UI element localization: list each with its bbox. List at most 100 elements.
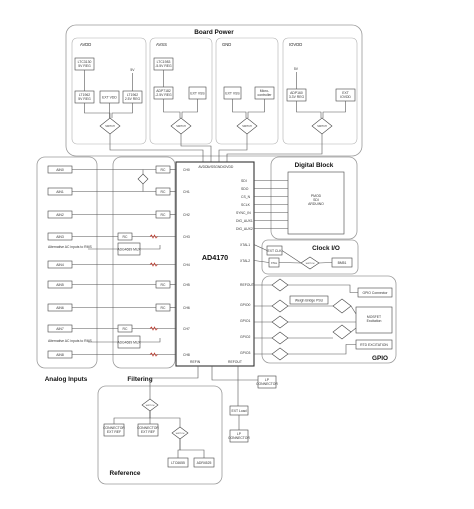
gpio-pin-0: GPIO0 [240,303,250,307]
avss-reg2-label: ADP7182-2.5V REG [155,89,172,97]
reference-title: Reference [110,470,141,477]
clk-pin-xtal1: XTAL1 [240,243,250,247]
dig-pin-aux2: DIG_AUX2 [236,227,253,231]
ch2-rc-label: RC [161,213,166,217]
chip-pin-ch4: CH4 [183,263,190,267]
board-power-group [65,24,363,157]
gpio-switch-6[interactable] [332,324,352,340]
gpio-switch-0[interactable] [271,278,289,292]
clk-xtal-label: XTAL [271,261,278,265]
mosfet-excitation [355,306,393,334]
ain-row-7: AIN7 RC CH7 [47,324,190,333]
gpio-switch-1[interactable] [271,299,289,313]
avdd-ext-label: EXT VDD [102,96,117,100]
chip-pin-ch0: CH0 [183,168,190,172]
clk-switch-label: SWITCH [306,263,315,265]
clock-io-title: Clock I/O [312,245,340,252]
gnd-mcu-label: Micro-controller [258,89,273,97]
ad4170-chip [175,161,255,367]
ain-row-8: AIN8 CH8 [47,350,190,359]
ch4-resistor [149,262,158,267]
board-power-title: Board Power [194,29,234,36]
avss-ext-label: EXT VSS [190,92,205,96]
ref-switch-label: SWITCH [146,405,155,407]
ref-adr4525-label: ADR4525 [197,461,212,465]
chip-pin-ch6: CH6 [183,306,190,310]
reference-group [97,385,223,485]
ain-row-1: AIN1 RC CH1 [47,187,190,196]
chip-pin-ch1: CH1 [183,190,190,194]
dig-pin-aux1: DIG_AUX1 [236,219,253,223]
gpio-pin-2: GPIO2 [240,335,250,339]
dig-pin-sdo: SDO [241,187,249,191]
gpio-pin-3: GPIO3 [240,351,250,355]
gpio-pins: REFOUT GPIO0 GPIO1 GPIO2 GPIO3 [240,283,254,355]
ac-alt-inputs-1: Alternative AC inputs to RMS ADG4689 MUX [48,242,161,256]
ain1-label: AIN1 [56,190,64,194]
avdd-rail: 5V [130,68,135,72]
gpio-switch-4[interactable] [271,347,289,361]
digital-block-title: Digital Block [295,162,334,169]
gpio-pin-1: GPIO1 [240,319,250,323]
ch5-rc-label: RC [161,283,166,287]
filtering-title: Filtering [127,376,152,383]
ref-ext2 [137,423,159,437]
iovdd-switch-label: SWITCH [317,125,327,128]
ain0-label: AIN0 [56,168,64,172]
ch3-rc-label: RC [123,235,128,239]
lp-connector [229,429,249,443]
ain-row-6: AIN6 RC CH6 [47,303,190,312]
ref-switch-2-label: SWITCH [176,433,185,435]
weigh-bridge [289,295,329,305]
ac-note-2: Alternative AC inputs to RMS [48,339,92,343]
ain7-label: AIN7 [56,327,64,331]
ain2-label: AIN2 [56,213,64,217]
chip-pin-gnd: GND [215,165,223,169]
chip-pin-avss: AVSS [207,165,217,169]
ain-row-2: AIN2 RC CH2 [47,210,190,219]
dig-pin-cs: CS_N [241,195,251,199]
ac-alt-inputs-2: Alternative AC inputs to RMS ADG4689 MUX [48,335,161,349]
mux2-label: ADG4689 MUX [117,341,141,345]
chip-pin-ch7: CH7 [183,327,190,331]
rtd-label: RTD EXCITATION [360,343,388,347]
ch7-resistor [149,326,158,331]
iovdd-label: IOVDD [289,42,302,47]
gpio-switch-2[interactable] [271,315,289,329]
analog-inputs-title: Analog Inputs [45,376,88,383]
analog-inputs-group [36,156,98,369]
clk-pin-xtal2: XTAL2 [240,259,250,263]
avss-switch-label: SWITCH [176,125,186,128]
ch7-rc-label: RC [123,327,128,331]
ac-note-1: Alternative AC inputs to RMS [48,245,92,249]
ain-rows: AIN0 RC CH0 AIN1 RC CH1 AIN2 RC CH2 [47,165,190,359]
ain3-label: AIN3 [56,235,64,239]
avdd-switch-label: SWITCH [105,125,115,128]
mux1-label: ADG4689 MUX [117,248,141,252]
clk-switch[interactable] [300,256,320,270]
ain0-switch[interactable] [137,173,149,185]
chip-pin-ch2: CH2 [183,213,190,217]
iovdd-rail: 5V [294,67,299,71]
refout-lp-connector [257,375,277,389]
ext-load-label: EXT Load [231,409,246,413]
gpio-switch-3[interactable] [271,331,289,345]
chip-power-pins: AVDD AVSS GND IOVDD [198,165,234,169]
ain5-label: AIN5 [56,283,64,287]
avdd-group [71,37,147,145]
dig-pin-sync: SYNC_IN [236,211,251,215]
gpio-group [261,275,397,364]
gnd-label: GND [222,42,231,47]
chip-title: AD4170 [202,253,228,262]
gpio-switch-5[interactable] [332,298,352,314]
avss-label: AVSS [156,42,167,47]
chip-pin-ch5: CH5 [183,283,190,287]
digital-block-group [270,156,358,240]
